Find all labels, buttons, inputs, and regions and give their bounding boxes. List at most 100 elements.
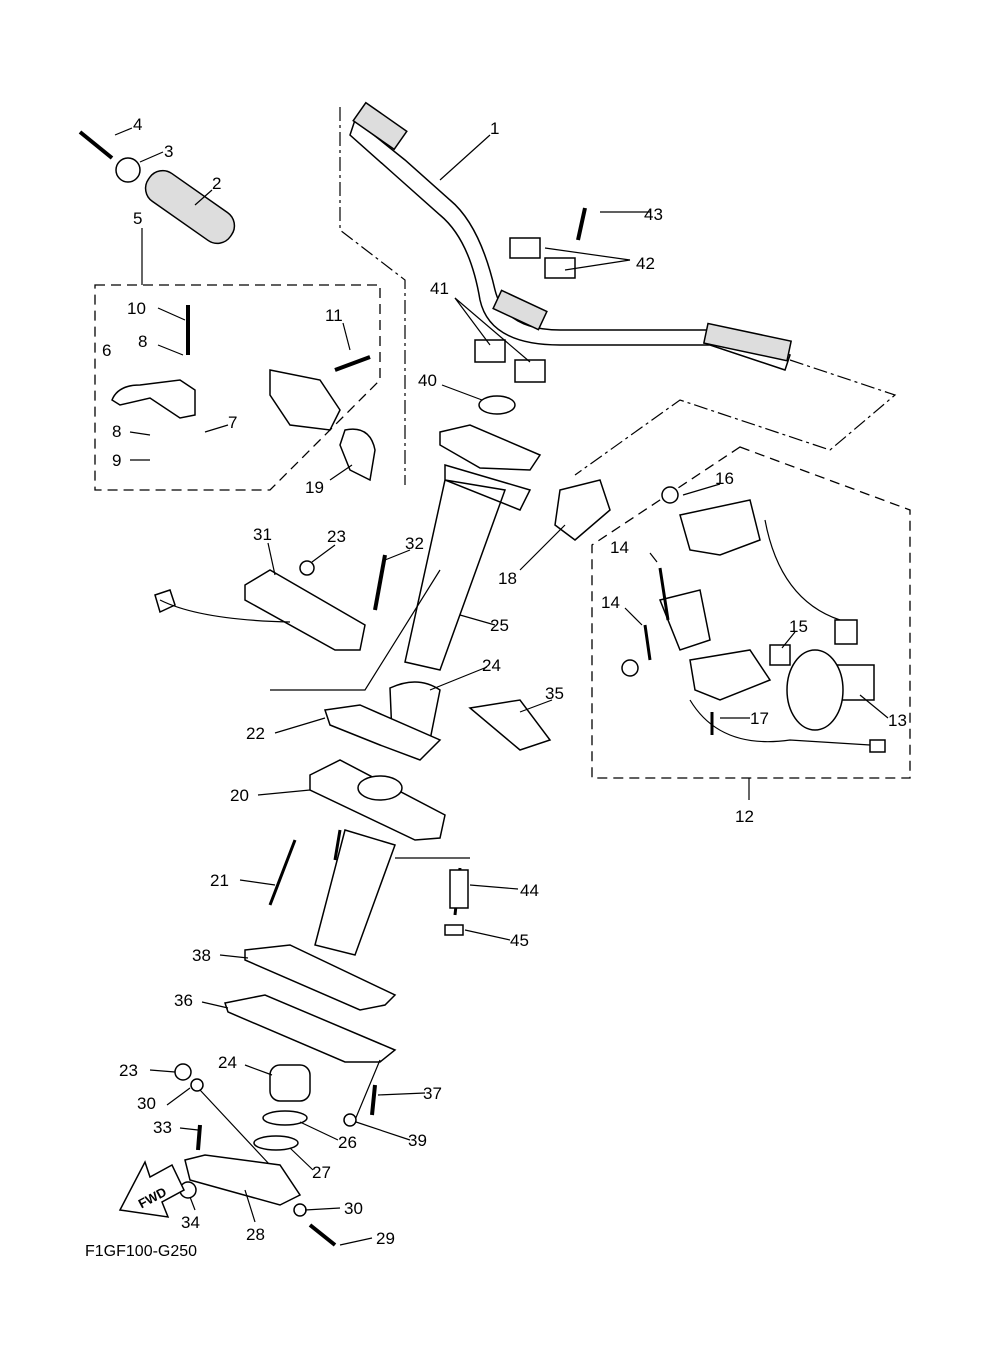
gasket-seal: [224, 994, 397, 1063]
callout-34: 34: [181, 1213, 200, 1232]
callout-45: 45: [510, 931, 529, 950]
switch-assembly: [154, 569, 366, 651]
leader-line-8: [157, 344, 184, 356]
callout-37: 37: [423, 1084, 442, 1103]
callout-23: 23: [119, 1061, 138, 1080]
callout-30: 30: [344, 1199, 363, 1218]
callout-36: 36: [174, 991, 193, 1010]
callout-22: 22: [246, 724, 265, 743]
steering-arm: [184, 1154, 302, 1206]
leader-line-7: [204, 424, 229, 433]
callout-24: 24: [218, 1053, 237, 1072]
leader-line-24: [244, 1064, 273, 1076]
switch-wire: [159, 569, 441, 691]
switch-wiring: [689, 519, 871, 746]
washer: [115, 157, 141, 183]
callout-28: 28: [246, 1225, 265, 1244]
callout-7: 7: [228, 413, 237, 432]
leader-line-29: [339, 1237, 373, 1246]
callout-33: 33: [153, 1118, 172, 1137]
phantom-line-right: [574, 359, 897, 476]
leader-line-13: [859, 694, 889, 719]
leader-line-22: [274, 717, 326, 734]
base-plate-hole: [357, 775, 403, 801]
leader-line-26: [299, 1121, 339, 1141]
callout-3: 3: [164, 142, 173, 161]
small-nuts: [174, 1063, 357, 1217]
leader-line-35: [519, 699, 553, 713]
callout-10: 10: [127, 299, 146, 318]
callout-30: 30: [137, 1094, 156, 1113]
callout-26: 26: [338, 1133, 357, 1152]
callout-6: 6: [102, 341, 111, 360]
callout-2: 2: [212, 174, 221, 193]
throttle-lever: [111, 379, 196, 419]
callout-38: 38: [192, 946, 211, 965]
callout-8: 8: [112, 422, 121, 441]
callout-29: 29: [376, 1229, 395, 1248]
callout-43: 43: [644, 205, 663, 224]
leader-line-16: [682, 483, 721, 496]
handlebar-grip-left: [352, 101, 408, 151]
callout-39: 39: [408, 1131, 427, 1150]
bolt: [78, 130, 114, 160]
leader-line-37: [377, 1092, 426, 1096]
steering-column-tube: [404, 463, 532, 671]
leader-line-15: [781, 631, 796, 649]
leader-line-25: [459, 614, 496, 626]
callout-5: 5: [133, 209, 142, 228]
ring: [786, 649, 844, 731]
washers: [253, 1110, 308, 1151]
callout-15: 15: [789, 617, 808, 636]
leader-line-1: [439, 134, 491, 181]
leader-line-45: [464, 929, 511, 941]
callout-32: 32: [405, 534, 424, 553]
leader-line-41: [454, 297, 491, 346]
leader-line-10: [157, 307, 186, 321]
leader-lines: [114, 127, 889, 1246]
callout-4: 4: [133, 115, 142, 134]
lever-housing: [269, 369, 341, 431]
leader-line-42: [544, 247, 631, 261]
callout-12: 12: [735, 807, 754, 826]
callout-11: 11: [325, 306, 343, 325]
leader-line-27: [289, 1147, 314, 1171]
leader-line-8: [129, 431, 151, 436]
leader-line-11: [342, 322, 351, 351]
grip: [144, 169, 236, 245]
leader-line-41: [454, 297, 531, 363]
handlebar-grip-right: [702, 322, 793, 362]
top-plate: [439, 424, 542, 471]
leader-line-42: [564, 259, 631, 271]
leader-line-4: [114, 127, 133, 136]
group-box-5: [94, 284, 381, 491]
lever-pins: [186, 305, 371, 372]
leader-line-31: [267, 542, 276, 576]
callout-35: 35: [545, 684, 564, 703]
callout-14: 14: [601, 593, 620, 612]
leader-line-32: [384, 549, 411, 561]
leader-line-34: [189, 1196, 196, 1211]
callout-42: 42: [636, 254, 655, 273]
lower-phantom: [199, 1059, 381, 1166]
callout-27: 27: [312, 1163, 331, 1182]
leader-line-30: [304, 1207, 341, 1211]
callout-44: 44: [520, 881, 539, 900]
cover: [339, 428, 376, 482]
leader-line-44: [469, 884, 519, 890]
grommet: [444, 869, 469, 936]
callout-20: 20: [230, 786, 249, 805]
group-box-12: [591, 446, 911, 779]
leader-line-14: [624, 607, 643, 626]
leader-line-21: [239, 879, 276, 886]
leader-line-40: [441, 384, 483, 401]
leader-line-2: [194, 189, 213, 206]
callout-24: 24: [482, 656, 501, 675]
leader-line-24: [429, 666, 488, 691]
callout-19: 19: [305, 478, 324, 497]
callout-1: 1: [490, 119, 499, 138]
holder: [324, 704, 442, 761]
switch-screws: [643, 567, 714, 735]
